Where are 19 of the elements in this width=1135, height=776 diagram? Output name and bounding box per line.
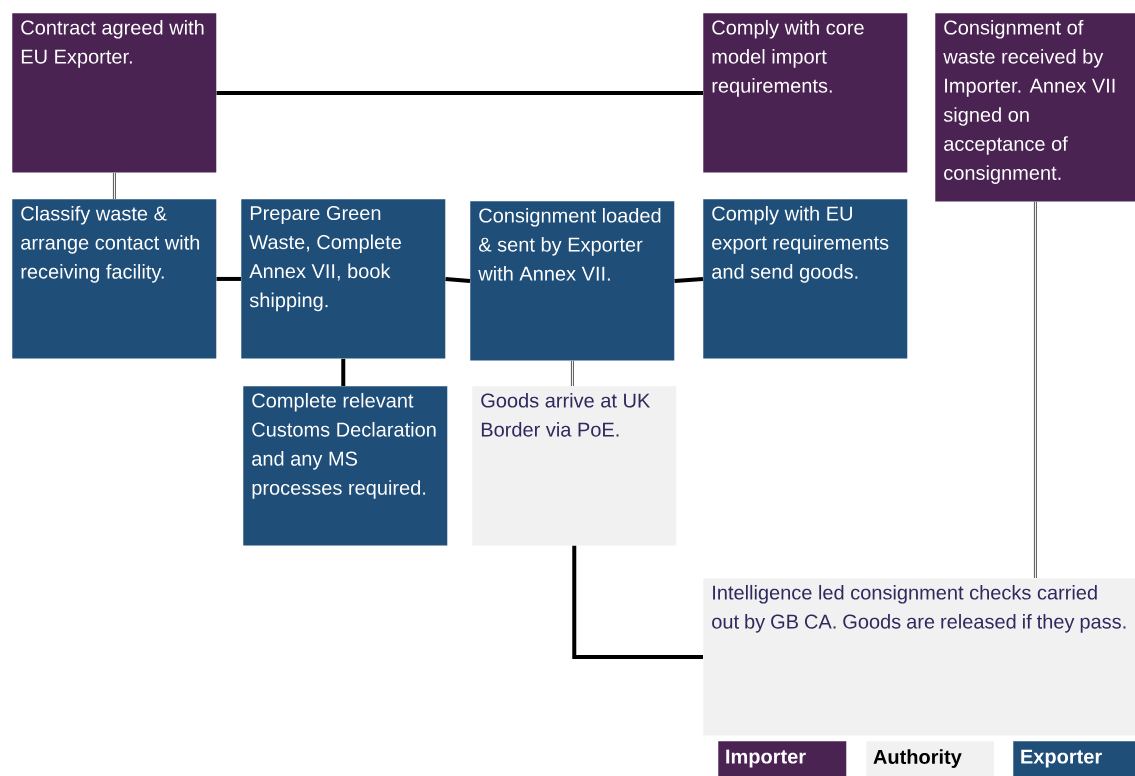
process-box: Classify waste & arrange contact with receiving facility. bbox=[12, 199, 217, 359]
process-box: Prepare Green Waste, Complete Annex VII, book shipping. bbox=[241, 199, 446, 359]
connector-line bbox=[112, 172, 116, 200]
connector-line bbox=[674, 276, 704, 283]
process-box: Goods arrive at UK Border via PoE. bbox=[472, 386, 677, 546]
process-box: Consignment of waste received by Importer. Annex VII signed on acceptance of consignment. bbox=[935, 13, 1135, 202]
connector-line bbox=[216, 90, 703, 95]
connector-line bbox=[341, 358, 346, 386]
connector-line bbox=[570, 360, 574, 387]
process-box: Intelligence led consignment checks carried out by GB CA. Goods are released if they pass. bbox=[703, 578, 1135, 736]
process-box: Comply with EU export requirements and send goods. bbox=[703, 199, 908, 359]
process-box: Comply with core model import requirements. bbox=[703, 13, 908, 173]
process-box: Contract agreed with EU Exporter. bbox=[12, 13, 217, 173]
connector-line bbox=[572, 545, 703, 659]
connector-line bbox=[216, 276, 241, 281]
process-box: Consignment loaded & sent by Exporter with Annex VII. bbox=[470, 201, 675, 361]
process-box: Complete relevant Customs Declaration and any MS processes required. bbox=[243, 386, 448, 546]
connector-line bbox=[445, 276, 471, 283]
connector-line bbox=[1033, 201, 1037, 579]
